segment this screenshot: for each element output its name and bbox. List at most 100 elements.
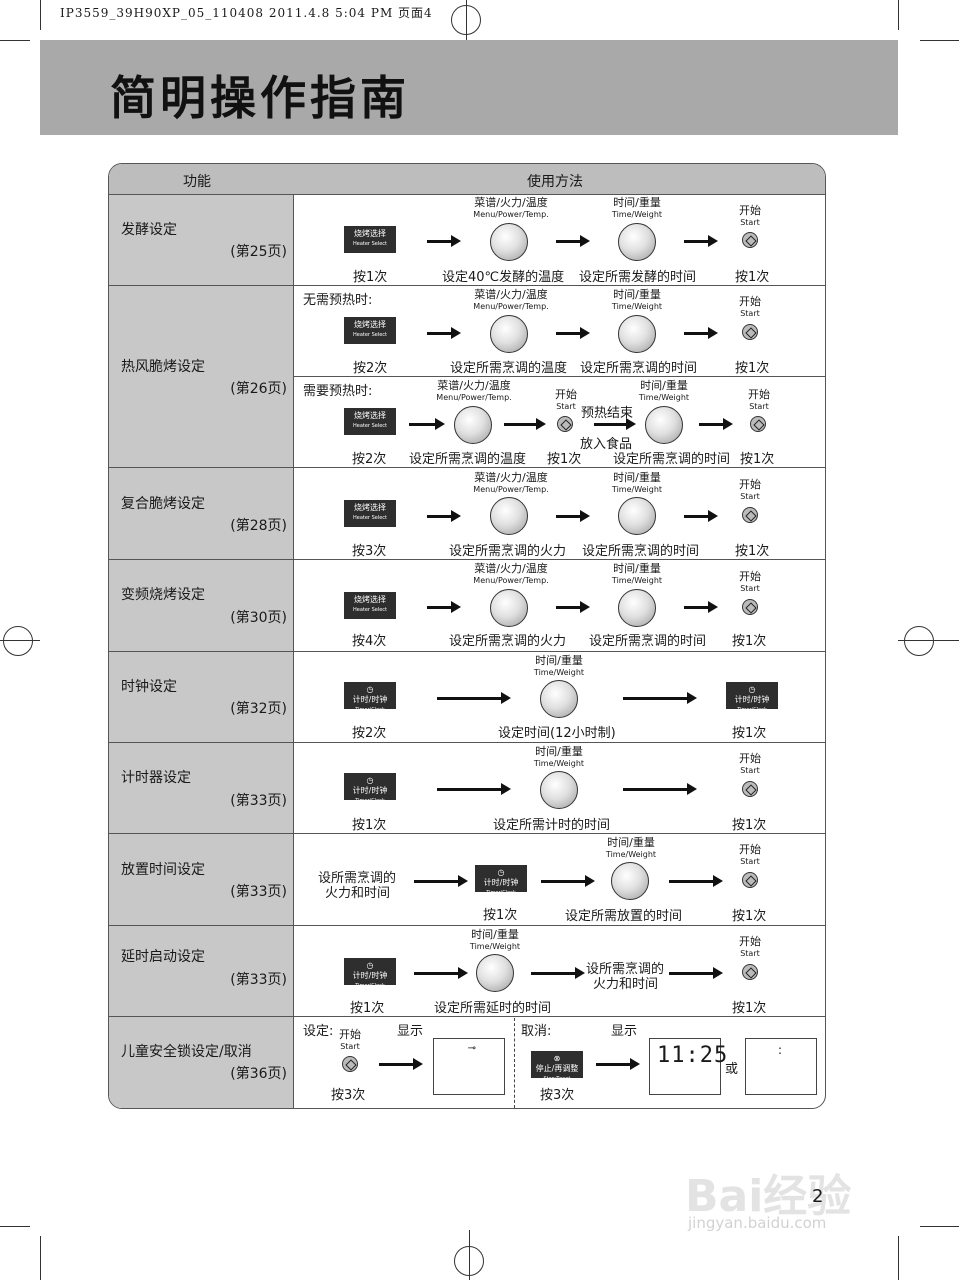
crop-mark (466, 0, 467, 40)
function-column (109, 164, 294, 1108)
time-knob (540, 680, 578, 718)
crop-mark (0, 640, 40, 641)
arrow (427, 235, 461, 247)
arrow (623, 783, 697, 795)
crop-mark (898, 640, 959, 641)
step-heading: 需要预热时: (303, 384, 373, 399)
row-divider (109, 285, 825, 286)
row-divider (109, 467, 825, 468)
page-title: 简明操作指南 (110, 71, 410, 125)
page-ref: (第28页) (230, 518, 287, 534)
crop-mark (898, 0, 899, 30)
lcd-colon: : (778, 1043, 783, 1057)
function-name: 变频烧烤设定 (121, 587, 205, 603)
arrow (414, 967, 468, 979)
step-text: 设定40℃发酵的温度 (442, 270, 565, 285)
page-ref: (第26页) (230, 381, 287, 397)
arrow (684, 235, 718, 247)
start-button (742, 872, 758, 888)
start-button (342, 1056, 358, 1072)
row-divider (109, 925, 825, 926)
step-text: 按2次 (352, 726, 387, 741)
header-method: 使用方法 (527, 174, 583, 190)
menu-knob (490, 315, 528, 353)
page-ref: (第33页) (230, 793, 287, 809)
page-ref: (第33页) (230, 972, 287, 988)
crop-mark (0, 40, 30, 41)
step-text: 放入食品 (580, 437, 633, 452)
crop-mark (40, 1236, 41, 1280)
step-text: 按1次 (735, 361, 770, 376)
step-text: 按1次 (732, 726, 767, 741)
step-text: 按1次 (352, 818, 387, 833)
arrow (427, 601, 461, 613)
step-text: 设定时间(12小时制) (498, 726, 616, 741)
arrow (409, 418, 445, 430)
step-text: 设所需烹调的 (586, 962, 665, 977)
arrow (379, 1058, 423, 1070)
print-header: IP3559_39H90XP_05_110408 2011.4.8 5:04 P… (60, 6, 433, 20)
step-text: 设定所需烹调的时间 (589, 634, 707, 649)
menu-knob (490, 223, 528, 261)
step-text: 设定所需计时的时间 (493, 818, 611, 833)
page-ref: (第25页) (230, 244, 287, 260)
crop-mark (469, 1230, 470, 1280)
row-divider (109, 559, 825, 560)
step-text: 设定所需烹调的火力 (449, 634, 567, 649)
function-name: 放置时间设定 (121, 862, 205, 878)
step-text: 按1次 (547, 452, 582, 467)
step-text: 设定所需放置的时间 (565, 909, 683, 924)
start-button (742, 324, 758, 340)
step-text: 按1次 (732, 909, 767, 924)
time-knob (618, 315, 656, 353)
arrow (414, 875, 468, 887)
step-text: 按3次 (352, 544, 387, 559)
time-knob (476, 954, 514, 992)
step-text: 按1次 (732, 1001, 767, 1016)
arrow (669, 967, 723, 979)
function-name: 计时器设定 (121, 770, 191, 786)
arrow (669, 875, 723, 887)
arrow (684, 327, 718, 339)
arrow (684, 510, 718, 522)
divider-dashed (514, 1018, 515, 1108)
time-knob (618, 223, 656, 261)
step-text: 按1次 (732, 634, 767, 649)
arrow (504, 418, 546, 430)
lock-set-label: 设定: (303, 1024, 334, 1039)
step-text: 火力和时间 (593, 977, 659, 992)
start-button (742, 599, 758, 615)
function-name: 延时启动设定 (121, 949, 205, 965)
step-text: 设定所需烹调的时间 (580, 361, 698, 376)
step-text: 按2次 (353, 361, 388, 376)
page-ref: (第30页) (230, 610, 287, 626)
step-text: 按1次 (740, 452, 775, 467)
arrow (556, 601, 590, 613)
function-name: 儿童安全锁设定/取消 (121, 1044, 252, 1060)
arrow (596, 1058, 640, 1070)
start-button (742, 964, 758, 980)
step-text: 设定所需延时的时间 (434, 1001, 552, 1016)
step-text: 按3次 (540, 1088, 575, 1103)
function-name: 复合脆烤设定 (121, 496, 205, 512)
clock-display: 11:25 (649, 1038, 727, 1095)
